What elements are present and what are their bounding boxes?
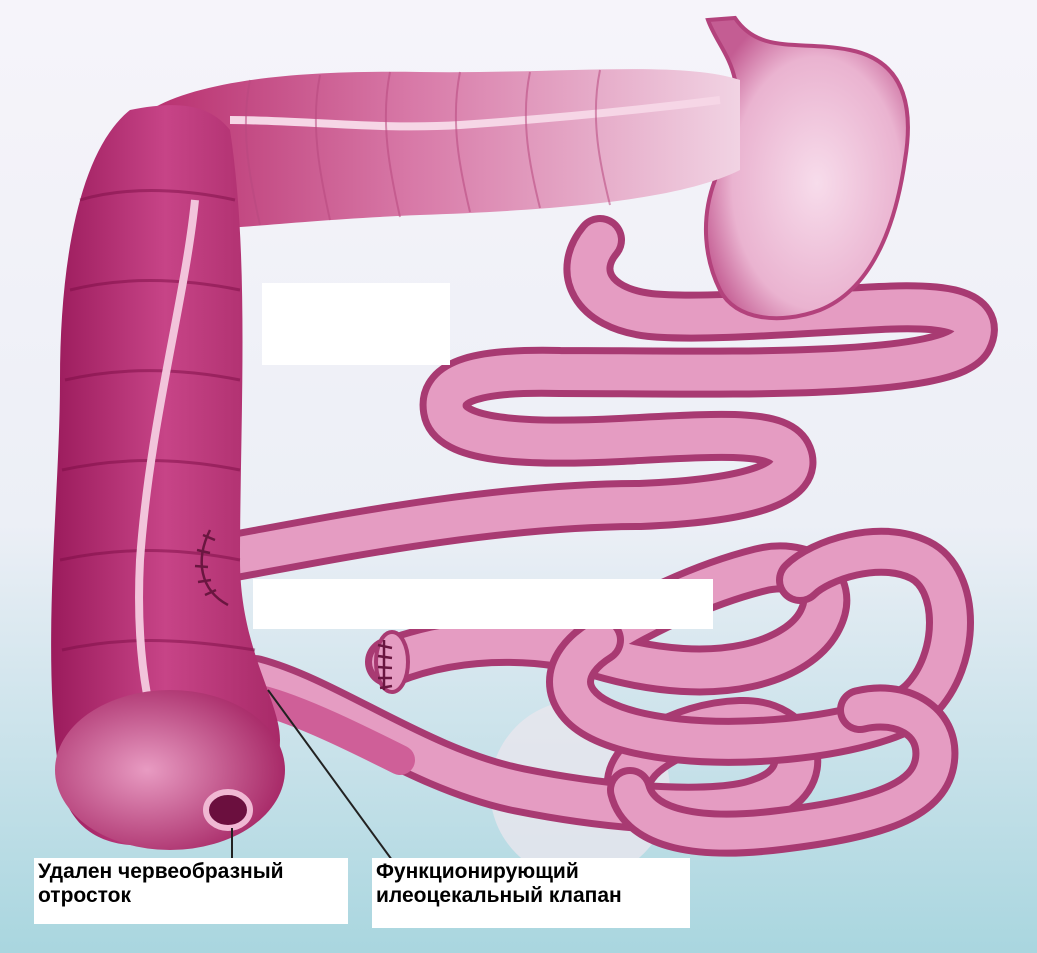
appendix-removed-label: Удален червеобразный отросток [34,858,348,924]
cecum [55,690,285,850]
ileum-closed-end [376,632,408,692]
ileocecal-valve-label: Функционирующий илеоцекальный клапан [372,858,690,928]
blank-label-area-upper [262,283,450,365]
appendix-label-line2: отросток [38,884,344,908]
appendix-stump [206,792,250,828]
blank-label-area-lower [253,579,713,629]
appendix-label-line1: Удален червеобразный [38,860,344,884]
valve-label-line1: Функционирующий [376,860,686,884]
valve-label-line2: илеоцекальный клапан [376,884,686,908]
